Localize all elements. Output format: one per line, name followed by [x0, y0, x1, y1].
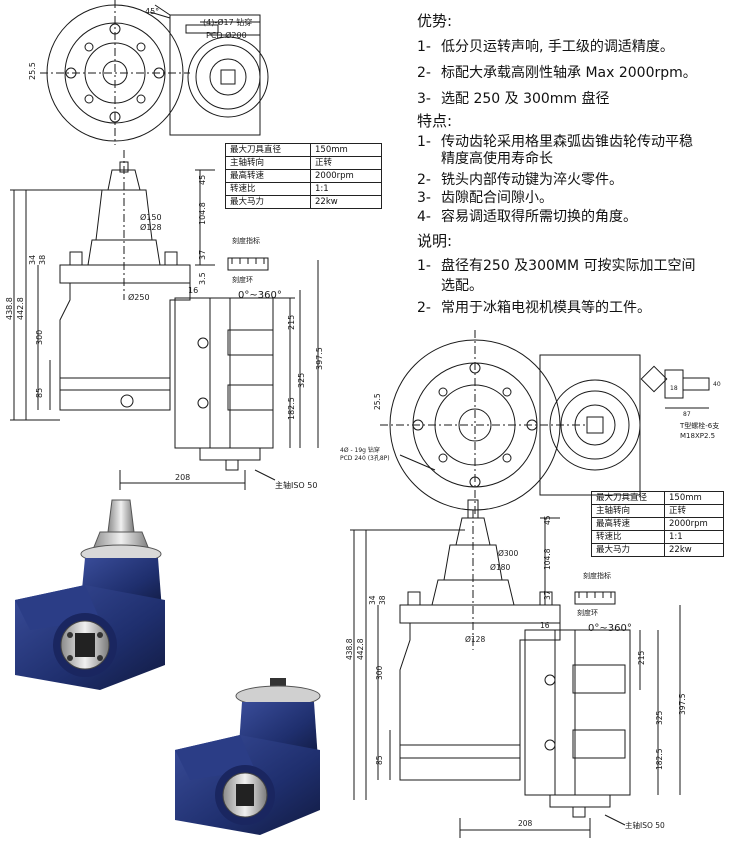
scale-ring-2: 刻度环	[577, 608, 598, 617]
mount-flange	[59, 264, 191, 284]
dia-250: Ø250	[128, 292, 150, 302]
dim-300-2: 300	[375, 665, 384, 680]
dim-182-5: 182.5	[287, 397, 296, 420]
feature-item-2: 2-铣头内部传动键为淬火零件。	[417, 172, 623, 188]
dim-87: 87	[683, 411, 691, 418]
dim-left-2: 25.5	[373, 393, 382, 410]
dim-38-2: 38	[378, 595, 387, 605]
dim-37: 37	[198, 250, 207, 260]
side-disc	[187, 36, 269, 118]
dim-438-8-2: 438.8	[345, 638, 354, 660]
side-housing	[209, 297, 274, 449]
dim-182-5-2: 182.5	[655, 748, 664, 770]
mount-flange-2	[399, 604, 561, 624]
dim-438-8: 438.8	[5, 297, 14, 320]
dim-3-5: 3.5	[198, 272, 207, 285]
dim-18: 18	[670, 385, 678, 392]
advantage-item-2: 2-标配大承载高刚性轴承 Max 2000rpm。	[417, 65, 697, 81]
dim-325-2: 325	[655, 710, 664, 725]
hole-note-2: 4Ø - 19g 钻穿	[340, 446, 380, 454]
note-item-1-line2: 选配。	[441, 278, 483, 294]
dim-300: 300	[35, 330, 44, 345]
dim-104-8: 104.8	[198, 202, 207, 225]
dia-180: Ø180	[490, 563, 510, 572]
dim-45-2: 45	[543, 515, 552, 525]
note-item-2: 2-常用于冰箱电视机模具等的工件。	[417, 300, 651, 316]
dim-104-8-2: 104.8	[543, 548, 552, 570]
features-heading: 特点:	[417, 112, 453, 130]
feature-item-1: 1-传动齿轮采用格里森弧齿锥齿轮传动平稳	[417, 134, 693, 150]
advantage-item-1: 1-低分贝运转声响, 手工级的调适精度。	[417, 39, 674, 55]
angle-head-photo-2	[175, 678, 321, 835]
drawing-2: 25.5 4Ø - 19g 钻穿 PCD 240 (3孔8P) T型螺栓-6支 …	[340, 330, 721, 838]
spindle-label-2: 主轴ISO 50	[625, 820, 665, 830]
angle-head-photo-1	[15, 499, 165, 690]
dim-16: 16	[188, 286, 198, 295]
spec-value: 22kw	[310, 195, 382, 209]
scale-label: 刻度指标	[232, 236, 260, 245]
t-slot-size: M18XP2.5	[680, 432, 715, 440]
angle-range-2: 0°~360°	[588, 623, 632, 634]
feature-item-4: 4-容易调适取得所需切换的角度。	[417, 209, 637, 225]
pcd-note: PCD Ø200	[206, 30, 247, 40]
dim-38: 38	[38, 255, 47, 265]
dim-top-angle: 45°	[145, 7, 159, 16]
dim-34-2: 34	[368, 595, 377, 605]
dim-16-2: 16	[540, 621, 550, 630]
scale-label-2: 刻度指标	[583, 571, 611, 580]
dim-45: 45	[198, 175, 207, 185]
dim-37-2: 37	[543, 590, 552, 600]
dim-442-8-2: 442.8	[356, 638, 365, 660]
advantage-item-3: 3-选配 250 及 300mm 盘径	[417, 91, 610, 107]
dim-34: 34	[28, 255, 37, 265]
spec-value: 150mm	[310, 143, 382, 157]
dim-215-2: 215	[637, 650, 646, 665]
dia-128-2: Ø128	[465, 635, 485, 644]
dim-215: 215	[287, 315, 296, 330]
dim-442-8: 442.8	[16, 297, 25, 320]
pcd-note-2: PCD 240 (3孔8P)	[340, 454, 390, 462]
dim-397-5: 397.5	[315, 347, 324, 370]
t-slot-note: T型螺栓-6支	[679, 421, 719, 430]
dim-397-5-2: 397.5	[678, 693, 687, 715]
feature-item-1-line2: 精度高使用寿命长	[441, 151, 553, 167]
spec-value: 22kw	[664, 543, 724, 557]
dim-208-2: 208	[518, 819, 533, 828]
hole-note: (4)-Ø17 钻穿	[203, 17, 252, 27]
dim-85-2: 85	[375, 755, 384, 765]
dia-300: Ø300	[498, 549, 518, 558]
dia-150: Ø150	[140, 212, 162, 222]
dim-85: 85	[35, 388, 44, 398]
product-photos	[15, 499, 321, 835]
dim-40: 40	[713, 381, 721, 388]
side-housing-2	[554, 629, 631, 796]
note-item-1: 1-盘径有250 及300MM 可按实际加工空间	[417, 258, 696, 274]
dia-128: Ø128	[140, 222, 162, 232]
scale-ring: 刻度环	[232, 275, 253, 284]
angle-range: 0°~360°	[238, 290, 282, 301]
drawing-1: 45° (4)-Ø17 钻穿 PCD Ø200 25.5 45 104.8 Ø1…	[5, 0, 324, 490]
dim-325: 325	[297, 373, 306, 388]
advantages-heading: 优势:	[417, 12, 453, 30]
feature-item-3: 3-齿隙配合间隙小。	[417, 190, 553, 206]
dim-left: 25.5	[28, 62, 37, 80]
notes-heading: 说明:	[417, 232, 453, 250]
dim-208: 208	[175, 473, 190, 482]
side-disc-2	[549, 379, 641, 471]
spindle-label: 主轴ISO 50	[275, 480, 317, 490]
